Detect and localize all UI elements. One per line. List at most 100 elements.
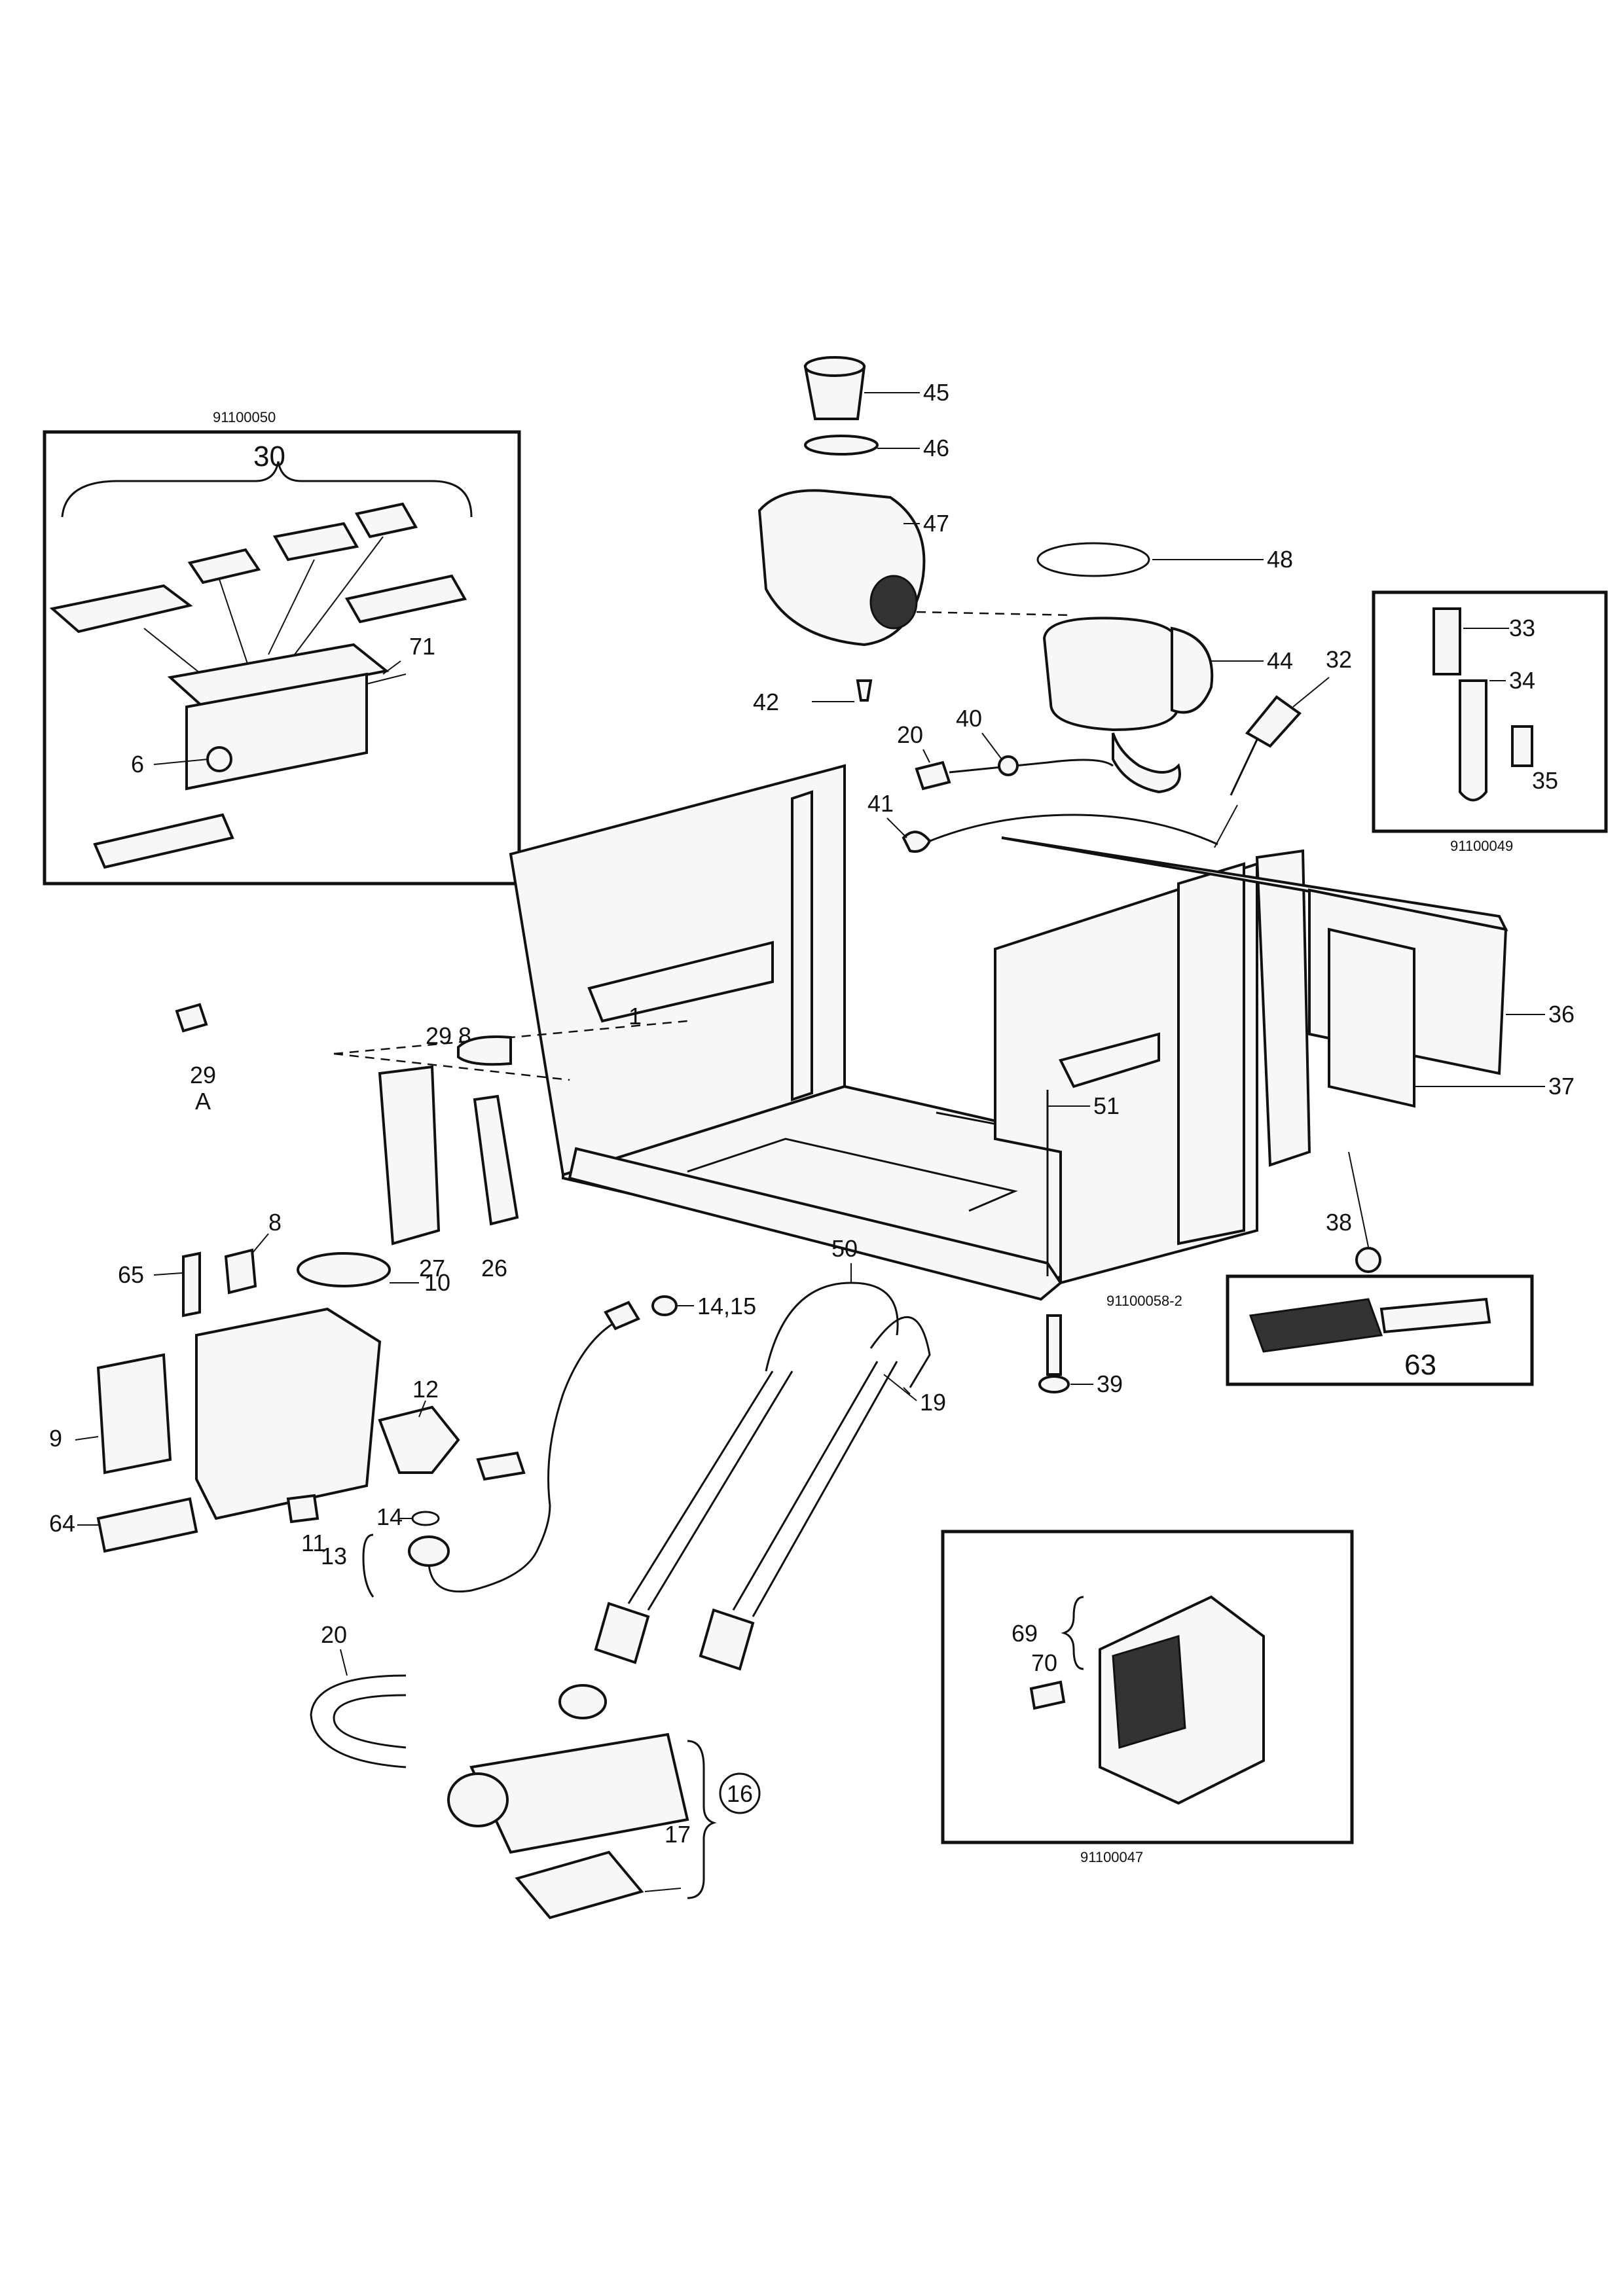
- hinge-bracket: [1432, 607, 1461, 675]
- upper-hoses: 20 40 41: [867, 705, 1218, 853]
- part-29-8-cylinder: [457, 1035, 512, 1066]
- seal-14: [411, 1511, 440, 1526]
- label-13: 13: [321, 1543, 347, 1570]
- label-12: 12: [412, 1376, 439, 1403]
- label-29: 29: [190, 1062, 216, 1088]
- label-34: 34: [1509, 667, 1535, 694]
- inset-frame-transformer: [941, 1530, 1354, 1844]
- label-1: 1: [629, 1003, 642, 1030]
- label-9: 9: [49, 1425, 62, 1452]
- label-6: 6: [131, 751, 144, 778]
- label-42: 42: [753, 689, 779, 715]
- terminal-strip: [93, 813, 234, 869]
- drain-pump-inlet: [447, 1772, 509, 1827]
- inset-tool: 63: [1226, 1274, 1534, 1386]
- power-plug: [1245, 695, 1302, 748]
- washer-14-15: [651, 1295, 678, 1316]
- circulation-pump-group: 45 46 47 42 48 44: [753, 356, 1293, 794]
- label-51: 51: [1093, 1092, 1120, 1119]
- drain-pump-group: 20 16 17: [310, 1621, 761, 1920]
- brace-16-17: [687, 1740, 717, 1899]
- label-26: 26: [481, 1255, 507, 1282]
- inset-code-top-right: 91100049: [1450, 838, 1513, 854]
- sump-housing: [1042, 617, 1180, 732]
- pump-impeller: [869, 575, 918, 630]
- power-plug-group: 32: [1214, 646, 1352, 848]
- part-64: [96, 1497, 198, 1553]
- inset-frame-tool: [1226, 1274, 1534, 1386]
- label-47: 47: [923, 510, 949, 537]
- connector-part: [49, 584, 193, 634]
- label-63: 63: [1404, 1349, 1436, 1381]
- label-27: 27: [419, 1255, 445, 1282]
- drain-pump-bracket: [515, 1850, 644, 1920]
- inset-code-top-left: 91100050: [213, 409, 276, 425]
- hinge-arm: [1459, 679, 1487, 802]
- hose-clamp: [558, 1684, 607, 1719]
- terminal-housing-top: [167, 643, 390, 709]
- inset-frame-top-left: [43, 430, 521, 886]
- inlet-hose: 14,15: [547, 1293, 756, 1506]
- inset-code-bottom-right: 91100047: [1080, 1849, 1143, 1865]
- label-14: 14: [376, 1503, 403, 1530]
- part-26: [473, 1094, 519, 1226]
- label-35: 35: [1532, 767, 1558, 794]
- foot-38: [1355, 1247, 1381, 1273]
- cabinet-left-rail: [791, 790, 813, 1102]
- cabinet-left-cutout: [587, 941, 774, 1023]
- mounting-bracket-9: [195, 1307, 382, 1520]
- screw-70: [1029, 1680, 1066, 1710]
- connector-part: [272, 522, 359, 562]
- label-71: 71: [409, 633, 435, 660]
- label-46: 46: [923, 435, 949, 461]
- label-36: 36: [1548, 1001, 1575, 1028]
- hinge-plate: [1511, 725, 1533, 767]
- left-small-parts: 29 A 1 29 8 27 26: [175, 1003, 688, 1282]
- label-11: 11: [301, 1530, 325, 1556]
- cabinet-base-rail: [568, 1147, 1063, 1301]
- cabinet-right-cutout: [1059, 1032, 1160, 1088]
- part-65: [182, 1251, 201, 1318]
- inlet-hose-line: [547, 1321, 616, 1506]
- label-16: 16: [727, 1780, 753, 1807]
- sump-gasket: [1036, 542, 1150, 577]
- label-39: 39: [1097, 1371, 1123, 1397]
- connector-part: [187, 548, 261, 584]
- inlet-valve-12: [378, 1405, 460, 1474]
- label-48: 48: [1267, 546, 1293, 573]
- label-70: 70: [1031, 1649, 1057, 1676]
- label-14-15: 14,15: [697, 1293, 756, 1319]
- tool-handle: [1249, 1298, 1383, 1353]
- label-8: 8: [268, 1209, 282, 1236]
- pump-fitting: [856, 679, 873, 702]
- label-10: 10: [424, 1269, 450, 1296]
- connector-part: [354, 502, 418, 539]
- hose-40: [949, 759, 1114, 774]
- inset-transformer: 69 70 91100047: [941, 1530, 1354, 1865]
- label-50: 50: [831, 1235, 858, 1262]
- terminal-knob: [206, 746, 232, 772]
- drain-hoses: 50 19: [594, 1235, 946, 1671]
- label-64: 64: [49, 1510, 75, 1537]
- hose-end-left: [594, 1602, 650, 1664]
- hose-50-loop: [765, 1282, 899, 1372]
- label-38: 38: [1326, 1209, 1352, 1236]
- label-20-upper: 20: [897, 721, 923, 748]
- inset-frame-top-right: [1372, 590, 1608, 833]
- pressure-switch-10: [297, 1252, 391, 1287]
- power-cord: [1230, 739, 1258, 796]
- hose-20-lower: [310, 1674, 407, 1768]
- hose-end-right: [699, 1608, 755, 1671]
- inset-terminal-block: 91100050 30 71 6: [43, 409, 521, 886]
- cabinet-frame: [509, 764, 1508, 1301]
- inlet-valve-group: 65 8 10 9 12 64 11 14 13: [49, 1209, 551, 1598]
- inset-code-main: 91100058-2: [1106, 1293, 1182, 1309]
- part-29-clip: [175, 1003, 208, 1033]
- label-17: 17: [665, 1821, 691, 1848]
- cabinet-post: [1255, 849, 1311, 1167]
- screw-39-group: 39: [1038, 1314, 1123, 1397]
- part-8: [224, 1248, 257, 1295]
- label-30: 30: [253, 440, 285, 473]
- circle-16: [719, 1772, 761, 1814]
- label-69: 69: [1012, 1620, 1038, 1647]
